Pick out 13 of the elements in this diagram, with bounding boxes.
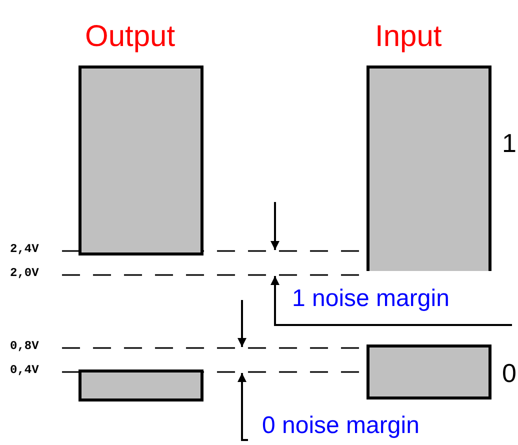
noise-margin-label: 0 noise margin <box>262 414 420 438</box>
input-low-bar <box>366 344 492 400</box>
output-low-bar <box>78 370 204 402</box>
logic-level-label: 0 <box>502 360 516 386</box>
column-heading: Output <box>85 22 176 52</box>
voltage-label: 2,4V <box>10 243 39 255</box>
input-high-bar <box>366 66 492 271</box>
logic-level-label: 1 <box>502 130 516 156</box>
noise-margin-label: 1 noise margin <box>292 287 450 311</box>
voltage-label: 2,0V <box>10 267 39 279</box>
voltage-label: 0,4V <box>10 364 39 376</box>
output-high-bar <box>78 66 204 256</box>
column-heading: Input <box>375 22 442 52</box>
